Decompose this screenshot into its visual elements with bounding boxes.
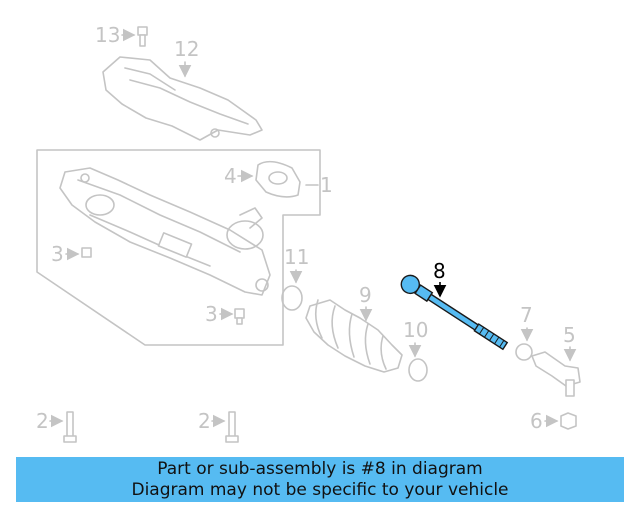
part-5-outer-tie-rod-end: 5 — [531, 323, 581, 397]
callout-8: 8 — [433, 259, 446, 283]
part-7-jam-nut: 7 — [515, 303, 534, 361]
callout-5: 5 — [563, 323, 576, 347]
callout-3-lower: 3 — [205, 302, 218, 326]
callout-3-upper: 3 — [51, 242, 64, 266]
part-10-clamp: 10 — [403, 318, 428, 382]
callout-12: 12 — [174, 37, 199, 61]
part-3-bolt-upper: 3 — [51, 242, 92, 266]
banner-line-part: Part or sub-assembly is #8 in diagram — [157, 459, 483, 479]
part-12-heat-shield: 12 — [102, 37, 263, 141]
callout-2-right: 2 — [198, 409, 211, 433]
part-11-clamp: 11 — [281, 245, 309, 311]
part-1-assembly-box: 1 — [36, 149, 333, 346]
part-4-bushing: 4 — [224, 160, 301, 198]
part-13-bolt: 13 — [95, 23, 148, 47]
part-9-boot: 9 — [305, 283, 403, 373]
callout-6: 6 — [530, 409, 543, 433]
callout-7: 7 — [520, 303, 533, 327]
banner-line-disclaimer: Diagram may not be specific to your vehi… — [131, 480, 509, 500]
part-6-nut: 6 — [530, 409, 577, 433]
callout-2-left: 2 — [36, 409, 49, 433]
callout-4: 4 — [224, 164, 237, 188]
callout-9: 9 — [359, 283, 372, 307]
callout-1: 1 — [320, 173, 333, 197]
diagram-note-banner: Part or sub-assembly is #8 in diagram Di… — [16, 457, 624, 502]
part-2-bolt-right: 2 — [198, 409, 239, 443]
part-8-inner-tie-rod: 8 — [400, 259, 509, 351]
steering-rack-gear — [59, 167, 271, 296]
callout-11: 11 — [284, 245, 309, 269]
callout-13: 13 — [95, 23, 120, 47]
callout-10: 10 — [403, 318, 428, 342]
part-3-bolt-lower: 3 — [205, 302, 245, 326]
part-2-bolt-left: 2 — [36, 409, 77, 443]
